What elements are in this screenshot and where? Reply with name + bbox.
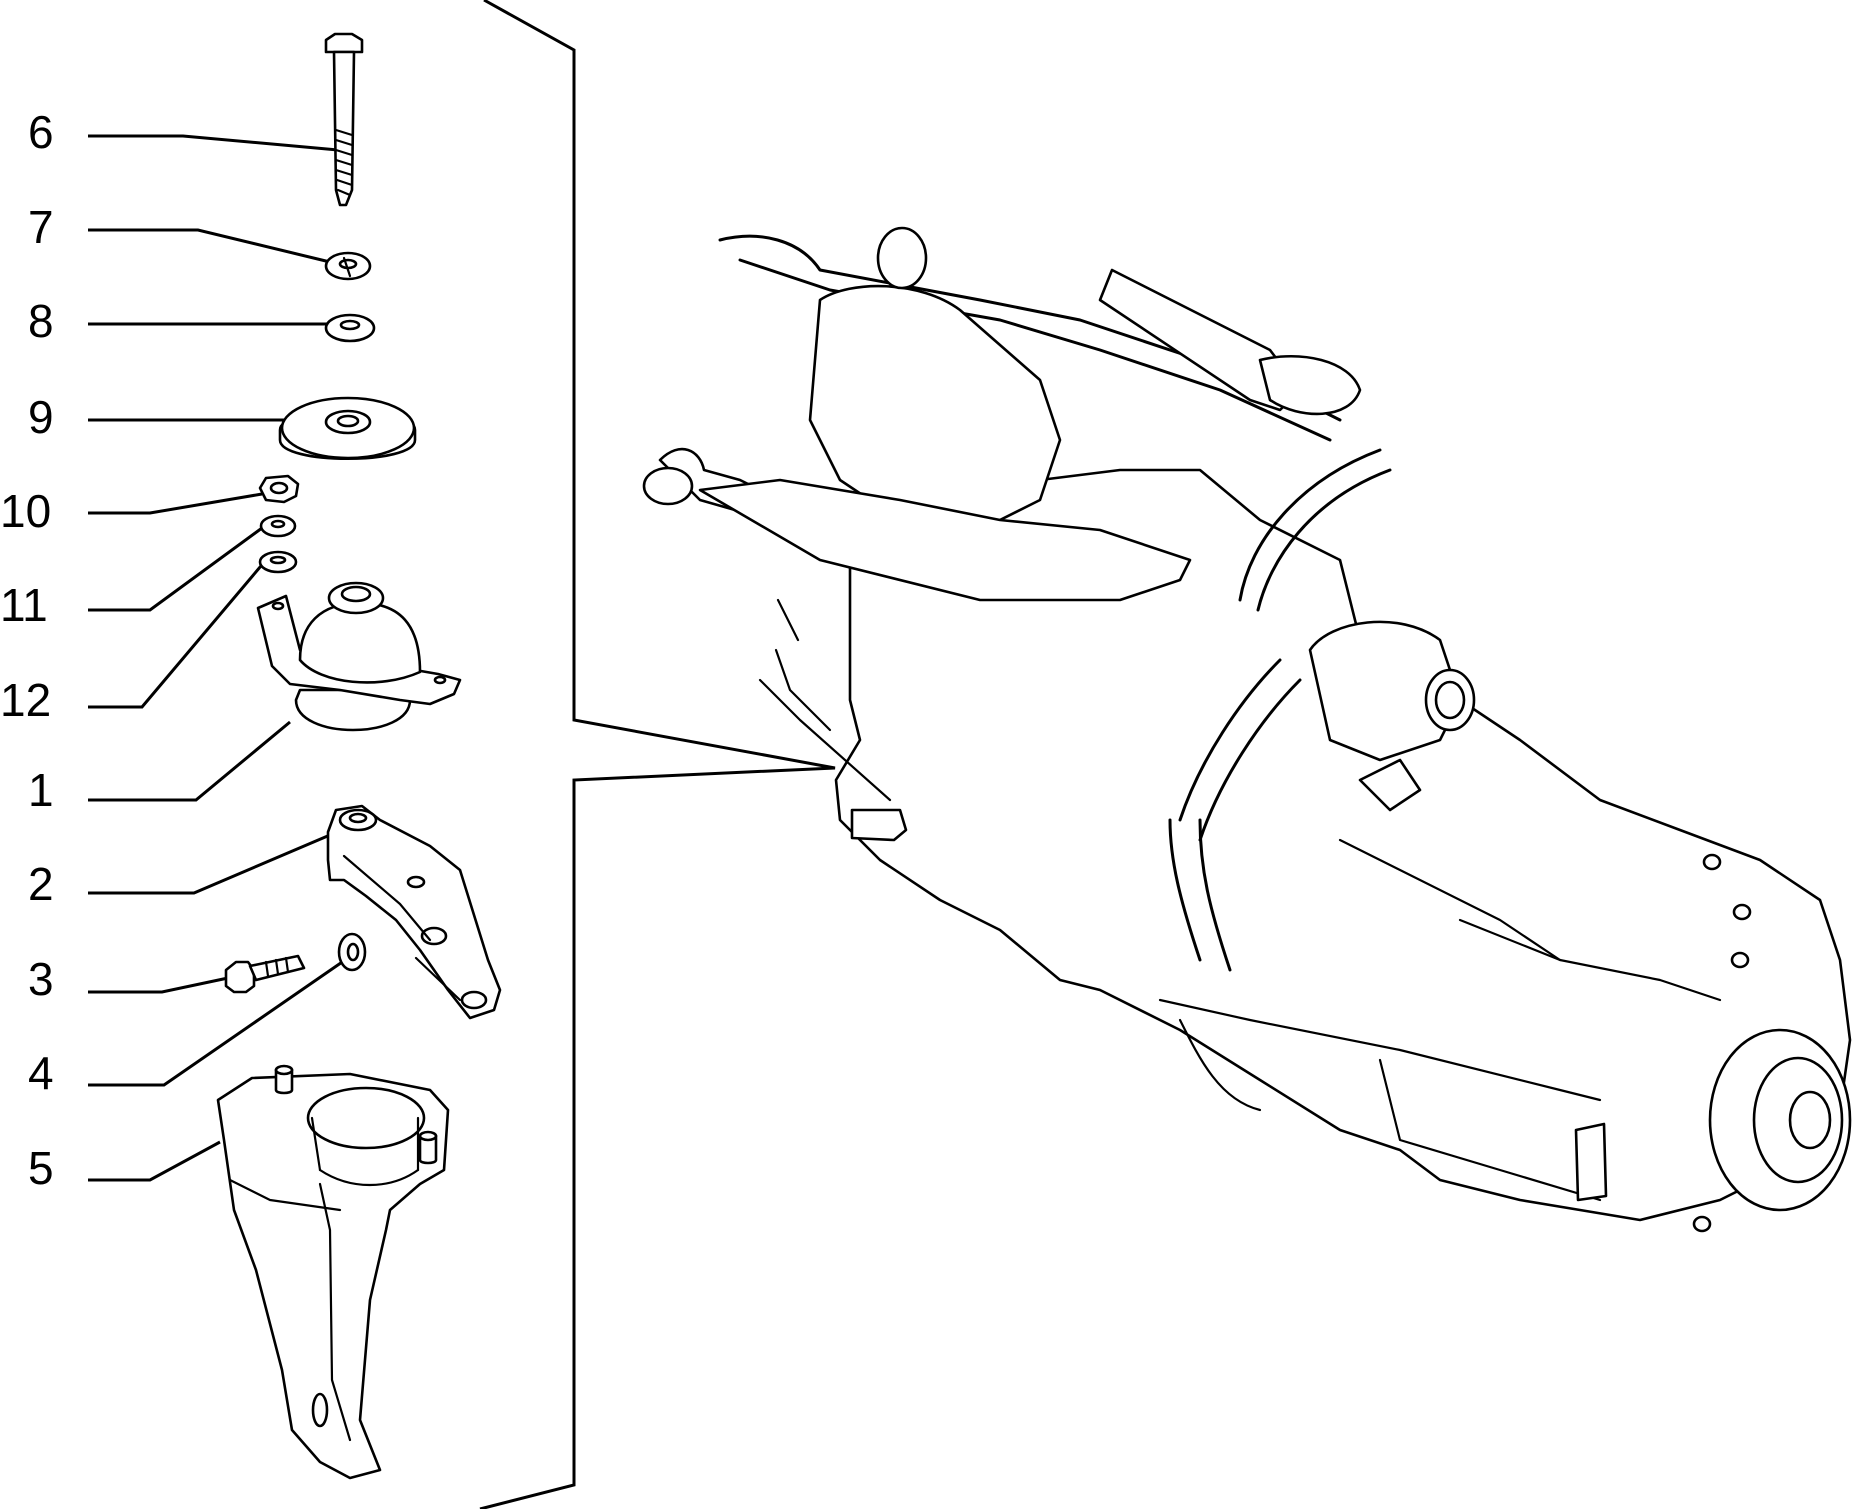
callout-4: 4: [28, 1047, 54, 1099]
rubber-mount-part-1: [256, 581, 462, 732]
callout-11: 11: [0, 579, 48, 631]
bolt-part-6: [324, 32, 364, 207]
leader-12: [88, 559, 268, 709]
callout-5: 5: [28, 1142, 54, 1194]
engine-gearbox-assembly: [642, 226, 1852, 1233]
callout-1: 1: [28, 764, 54, 816]
support-bracket-part-5: [216, 1064, 450, 1480]
leader-lines: [88, 134, 349, 1182]
callout-6: 6: [28, 106, 54, 158]
callout-10: 10: [0, 485, 51, 537]
callout-7: 7: [28, 201, 54, 253]
spring-washer-part-11: [259, 514, 297, 538]
leader-7: [88, 228, 331, 264]
leader-2: [88, 833, 331, 895]
callout-9: 9: [28, 391, 54, 443]
leader-1: [88, 720, 291, 802]
spring-washer-part-7: [324, 251, 372, 281]
leader-5: [88, 1140, 221, 1182]
leader-3: [88, 976, 229, 994]
callout-12: 12: [0, 674, 51, 726]
washer-part-8: [324, 313, 376, 343]
callout-8: 8: [28, 295, 54, 347]
callout-3: 3: [28, 953, 54, 1005]
leader-6: [88, 134, 339, 152]
leader-10: [88, 492, 263, 515]
bolt-part-3: [224, 954, 306, 994]
leader-11: [88, 526, 263, 612]
callout-labels: 6 7 8 9 10 11 12 1 2 3 4 5: [0, 106, 54, 1194]
bracket-part-2: [326, 804, 502, 1020]
washer-part-12: [258, 550, 298, 574]
leader-4: [88, 956, 349, 1087]
cap-part-9: [278, 396, 417, 461]
assembly-bracket-line: [479, 0, 836, 1509]
nut-part-10: [258, 474, 300, 504]
washer-part-4: [337, 932, 367, 972]
callout-2: 2: [28, 858, 54, 910]
